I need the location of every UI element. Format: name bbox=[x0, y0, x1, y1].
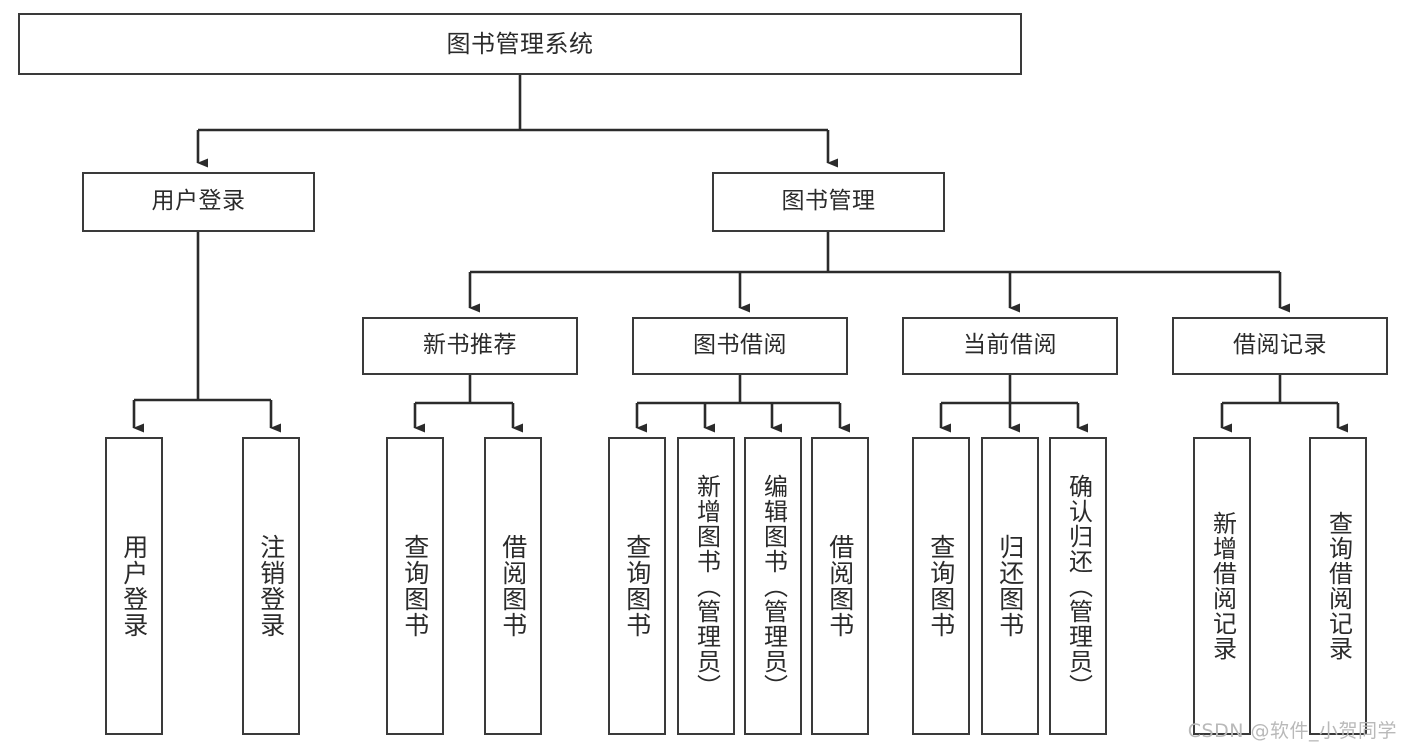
leaf-label: 查询借阅记录 bbox=[1324, 511, 1353, 661]
node-label: 图书管理系统 bbox=[446, 29, 594, 58]
leaf-record-query-record[interactable]: 查询借阅记录 bbox=[1309, 437, 1367, 735]
leaf-label: 借阅图书 bbox=[825, 534, 855, 638]
node-book-borrow[interactable]: 图书借阅 bbox=[632, 317, 848, 375]
node-root-system[interactable]: 图书管理系统 bbox=[18, 13, 1022, 75]
leaf-label: 查询图书 bbox=[926, 534, 956, 638]
leaf-label: 借阅图书 bbox=[498, 534, 528, 638]
leaf-label: 确认归还（管理员） bbox=[1064, 473, 1093, 699]
leaf-label: 查询图书 bbox=[622, 534, 652, 638]
leaf-label: 新增借阅记录 bbox=[1208, 511, 1237, 661]
node-label: 图书管理 bbox=[781, 188, 876, 215]
leaf-label: 新增图书（管理员） bbox=[692, 473, 721, 699]
node-current-borrow[interactable]: 当前借阅 bbox=[902, 317, 1118, 375]
leaf-recommend-borrow-book[interactable]: 借阅图书 bbox=[484, 437, 542, 735]
leaf-label: 编辑图书（管理员） bbox=[759, 473, 788, 699]
leaf-recommend-query-book[interactable]: 查询图书 bbox=[386, 437, 444, 735]
node-label: 图书借阅 bbox=[693, 332, 787, 359]
csdn-watermark: CSDN @软件_小贺同学 bbox=[1187, 720, 1397, 742]
leaf-borrow-edit-book-admin[interactable]: 编辑图书（管理员） bbox=[744, 437, 802, 735]
node-new-book-recommend[interactable]: 新书推荐 bbox=[362, 317, 578, 375]
leaf-record-add-record[interactable]: 新增借阅记录 bbox=[1193, 437, 1251, 735]
node-label: 借阅记录 bbox=[1233, 332, 1327, 359]
leaf-label: 注销登录 bbox=[256, 534, 286, 638]
leaf-borrow-query-book[interactable]: 查询图书 bbox=[608, 437, 666, 735]
node-label: 新书推荐 bbox=[423, 332, 517, 359]
node-book-management[interactable]: 图书管理 bbox=[712, 172, 945, 232]
leaf-borrow-add-book-admin[interactable]: 新增图书（管理员） bbox=[677, 437, 735, 735]
leaf-user-login-logout[interactable]: 注销登录 bbox=[242, 437, 300, 735]
leaf-label: 归还图书 bbox=[995, 534, 1025, 638]
leaf-current-return-book[interactable]: 归还图书 bbox=[981, 437, 1039, 735]
leaf-label: 查询图书 bbox=[400, 534, 430, 638]
node-label: 当前借阅 bbox=[963, 332, 1057, 359]
node-borrow-record[interactable]: 借阅记录 bbox=[1172, 317, 1388, 375]
leaf-label: 用户登录 bbox=[119, 534, 149, 638]
node-user-login[interactable]: 用户登录 bbox=[82, 172, 315, 232]
leaf-borrow-borrow-book[interactable]: 借阅图书 bbox=[811, 437, 869, 735]
leaf-current-confirm-return-admin[interactable]: 确认归还（管理员） bbox=[1049, 437, 1107, 735]
node-label: 用户登录 bbox=[151, 188, 246, 215]
leaf-current-query-book[interactable]: 查询图书 bbox=[912, 437, 970, 735]
leaf-user-login-login[interactable]: 用户登录 bbox=[105, 437, 163, 735]
